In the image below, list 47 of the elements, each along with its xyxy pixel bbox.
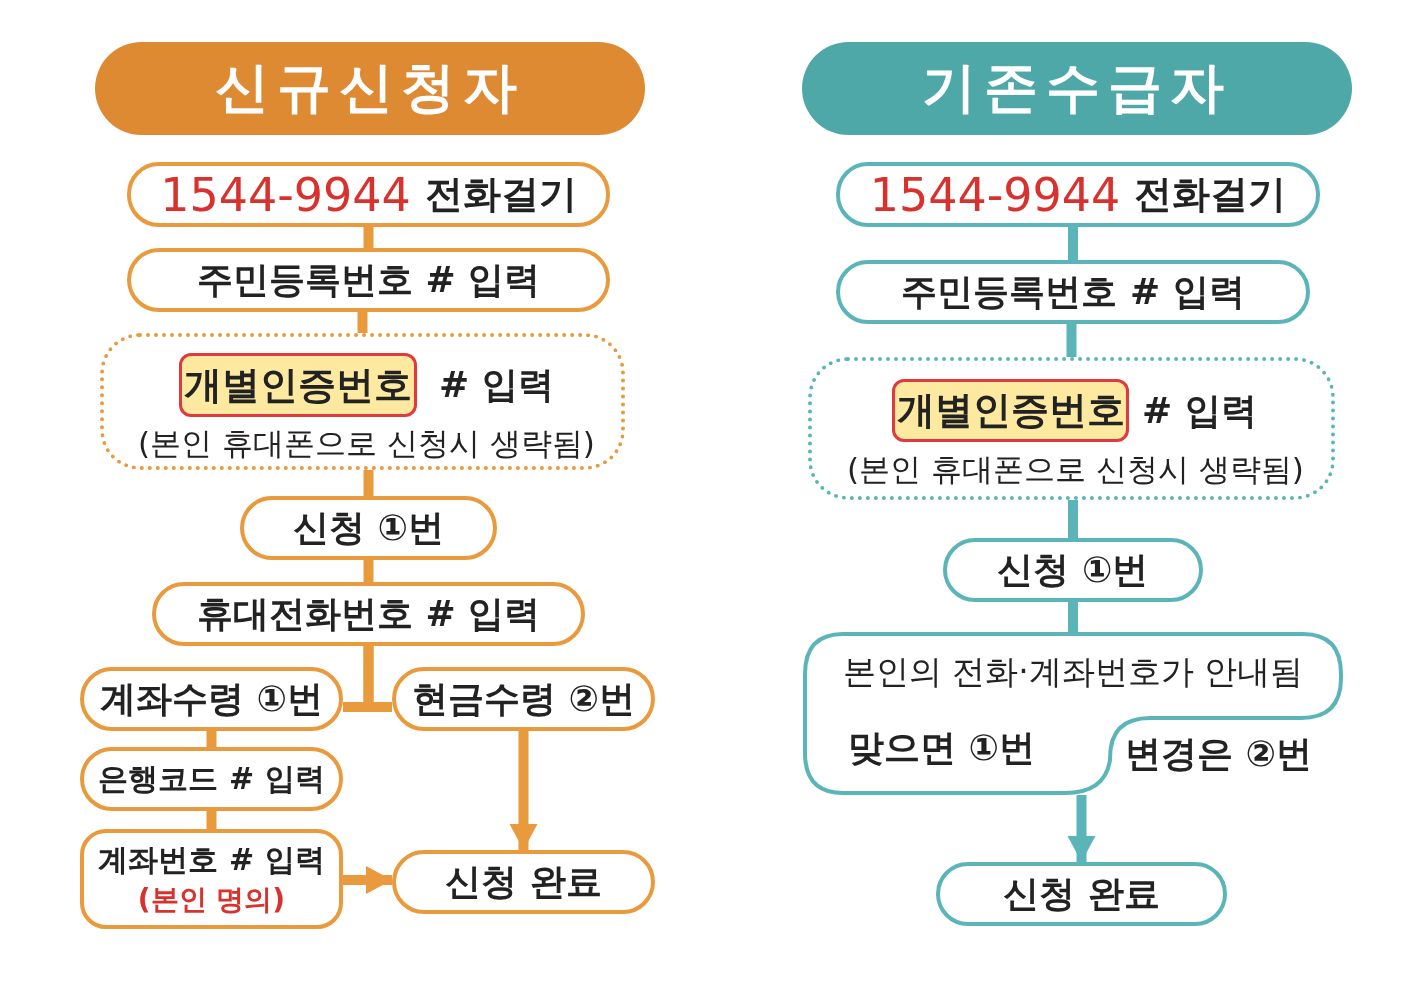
connector-line <box>206 811 217 829</box>
process-box <box>80 829 343 929</box>
note-text: 본인의 전화·계좌번호가 안내됨 <box>841 651 1305 693</box>
connector-line <box>357 312 368 333</box>
process-box <box>127 162 610 227</box>
connector-line <box>1066 324 1077 357</box>
step-text: 계좌번호 # 입력 <box>98 840 325 879</box>
phone-number: 1544-9944 <box>869 167 1121 222</box>
step-text: # 입력 <box>1142 389 1257 433</box>
process-box: 은행코드 # 입력 <box>80 747 343 811</box>
arrow <box>509 731 538 850</box>
process-box: 신청 완료 <box>936 862 1227 926</box>
process-box: 주민등록번호 # 입력 <box>836 260 1310 324</box>
phone-number: 1544-9944 <box>160 167 411 222</box>
header-band: 신규신청자 <box>95 42 645 135</box>
note-text: (본인 휴대폰으로 신청시 생략됨) <box>137 424 596 463</box>
process-box <box>836 162 1320 227</box>
step-text: 변경은 ②번 <box>1125 732 1312 776</box>
process-box: 신청 ①번 <box>943 538 1203 602</box>
process-box: 주민등록번호 # 입력 <box>127 248 610 312</box>
process-box: 휴대전화번호 # 입력 <box>152 582 585 646</box>
step-text: 전화걸기 <box>424 171 577 218</box>
connector-line <box>363 470 374 496</box>
note-text: (본인 명의) <box>137 881 286 918</box>
highlight-box: 개별인증번호 <box>179 353 417 417</box>
step-text: 전화걸기 <box>1134 171 1287 218</box>
speech-bubble <box>803 632 1343 795</box>
header-band: 기존수급자 <box>802 42 1352 135</box>
note-text: (본인 휴대폰으로 신청시 생략됨) <box>846 450 1305 489</box>
process-box: 신청 완료 <box>392 850 655 914</box>
process-box: 계좌수령 ①번 <box>80 667 343 731</box>
dashed-group-box <box>100 333 625 470</box>
highlight-box: 개별인증번호 <box>892 379 1129 442</box>
connector-line <box>206 731 217 747</box>
step-text: 맞으면 ①번 <box>848 726 1035 770</box>
step-text: # 입력 <box>439 363 554 407</box>
connector-line <box>363 560 374 582</box>
connector-line <box>363 646 392 712</box>
arrow <box>1067 795 1096 862</box>
connector-line <box>1068 602 1078 632</box>
connector-line <box>1068 227 1078 260</box>
arrow <box>343 866 392 894</box>
process-box: 신청 ①번 <box>240 496 497 560</box>
connector-line <box>363 227 374 248</box>
dashed-group-box <box>808 357 1335 500</box>
connector-line <box>1068 500 1078 538</box>
process-box: 현금수령 ②번 <box>392 667 655 731</box>
